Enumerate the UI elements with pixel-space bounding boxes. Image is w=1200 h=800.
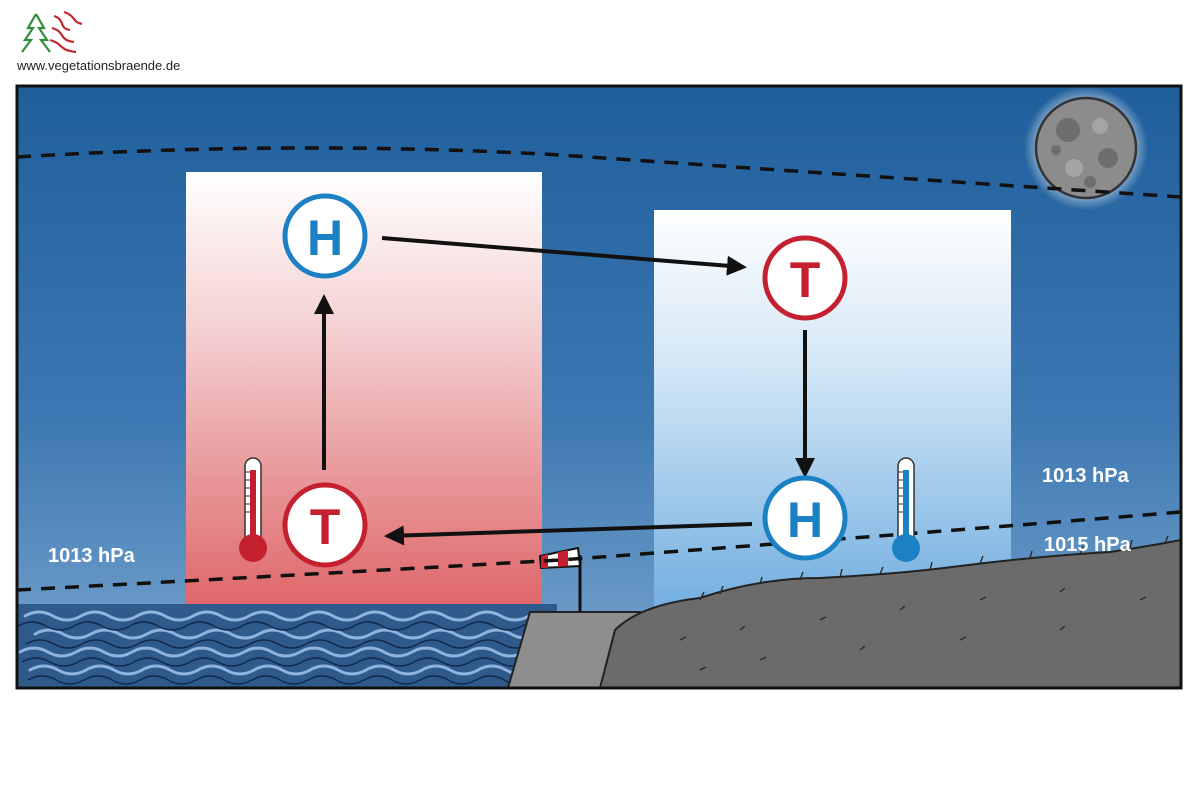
label-land-1015: 1015 hPa <box>1044 534 1132 556</box>
site-url[interactable]: www.vegetationsbraende.de <box>17 58 181 73</box>
windsock-icon <box>538 546 582 612</box>
high-pressure-land-lower: H <box>762 475 848 561</box>
svg-text:T: T <box>310 499 341 555</box>
arrow-left <box>384 522 753 546</box>
svg-text:H: H <box>787 492 823 548</box>
label-land-1013: 1013 hPa <box>1042 465 1130 487</box>
logo-icon <box>21 10 83 54</box>
high-pressure-sea-upper: H <box>282 193 368 279</box>
diagram-frame <box>15 84 1183 690</box>
cold-thermometer-icon <box>892 457 920 562</box>
grass <box>679 535 1169 671</box>
label-sea-1013: 1013 hPa <box>48 545 136 567</box>
svg-text:T: T <box>790 252 821 308</box>
arrow-right <box>381 236 747 276</box>
low-pressure-land-upper: T <box>762 235 848 321</box>
low-pressure-sea-lower: T <box>282 482 368 568</box>
svg-text:H: H <box>307 210 343 266</box>
moon-icon <box>1024 86 1148 210</box>
land <box>598 538 1181 688</box>
warm-thermometer-icon <box>239 457 267 562</box>
upper-isobar <box>17 146 1181 199</box>
sea <box>17 604 557 688</box>
